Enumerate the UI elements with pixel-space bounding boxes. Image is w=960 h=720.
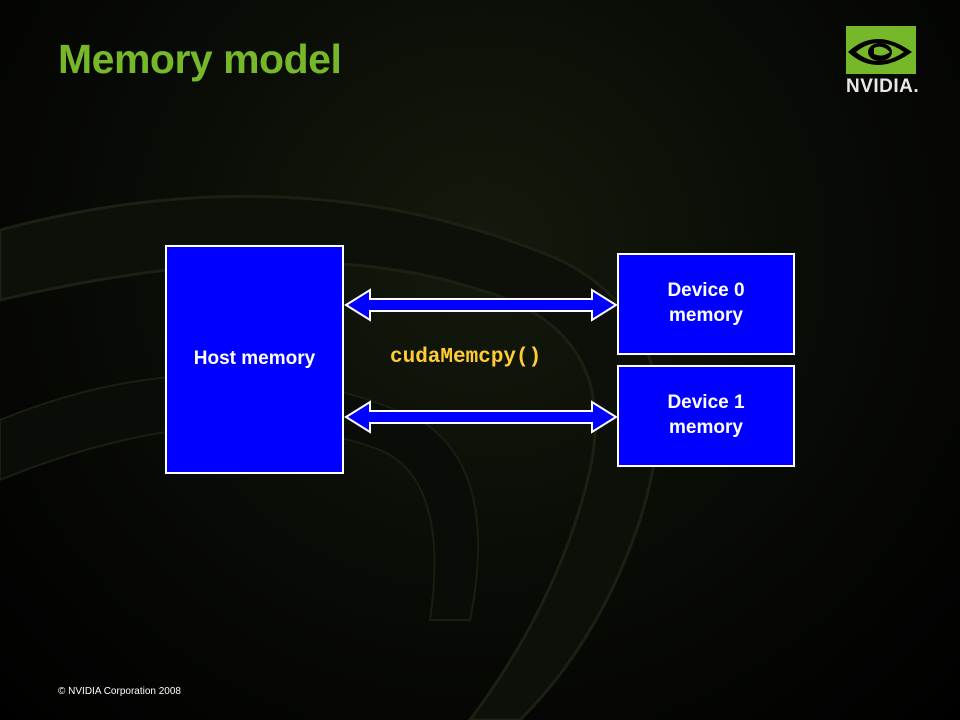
slide-title: Memory model [58, 36, 342, 82]
device-1-label-line2: memory [669, 417, 743, 438]
copyright-text: © NVIDIA Corporation 2008 [58, 686, 181, 697]
device-1-memory-box: Device 1 memory [617, 365, 795, 467]
device-1-label-line1: Device 1 [667, 392, 745, 414]
device-0-label-line2: memory [669, 305, 743, 326]
device-0-memory-box: Device 0 memory [617, 253, 795, 355]
host-memory-label: Host memory [193, 348, 316, 370]
cudamemcpy-label: cudaMemcpy() [390, 346, 542, 369]
nvidia-eye-icon [846, 26, 916, 74]
nvidia-logo-text: NVIDIA. [846, 76, 920, 97]
device-0-label-line1: Device 0 [667, 280, 745, 302]
host-memory-box: Host memory [165, 245, 344, 474]
arrow-host-device-1 [344, 400, 618, 434]
arrow-host-device-0 [344, 288, 618, 322]
